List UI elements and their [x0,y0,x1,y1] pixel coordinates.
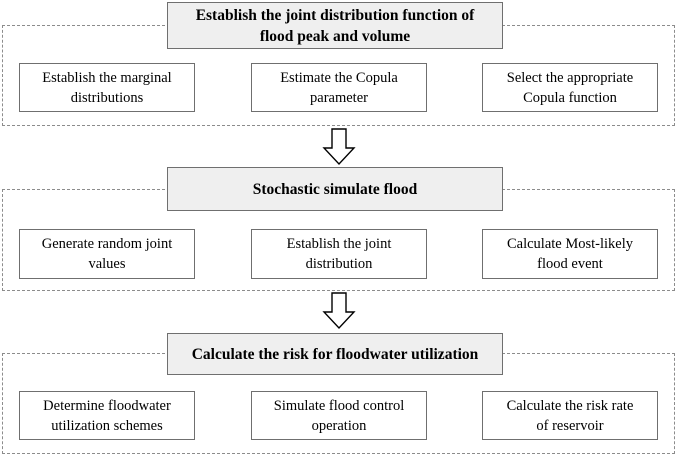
down-arrow-icon [322,292,356,330]
down-arrow-icon [322,128,356,166]
stage-3-task-2: Simulate flood control operation [251,391,427,440]
stage-1-task-2: Estimate the Copula parameter [251,63,427,112]
stage-2-title: Stochastic simulate flood [167,167,503,211]
stage-2-task-1: Generate random joint values [19,229,195,279]
stage-1-task-1: Establish the marginal distributions [19,63,195,112]
stage-2-task-3: Calculate Most-likely flood event [482,229,658,279]
stage-3-task-1: Determine floodwater utilization schemes [19,391,195,440]
stage-3-task-3: Calculate the risk rate of reservoir [482,391,658,440]
stage-1-task-3: Select the appropriate Copula function [482,63,658,112]
stage-3-title: Calculate the risk for floodwater utiliz… [167,333,503,375]
stage-1-title: Establish the joint distribution functio… [167,2,503,49]
stage-2-task-2: Establish the joint distribution [251,229,427,279]
